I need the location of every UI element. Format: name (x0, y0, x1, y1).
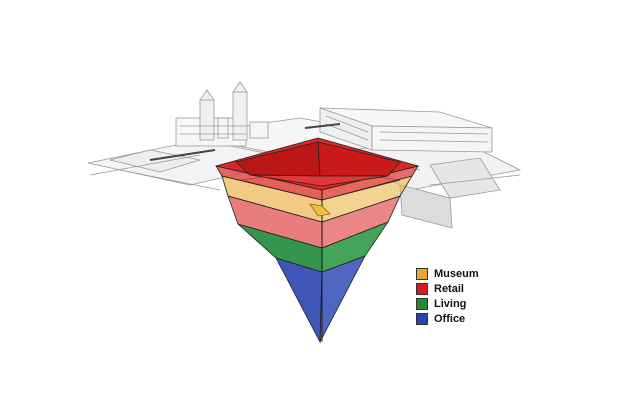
church-drawing (175, 81, 269, 147)
block-right-side (399, 184, 453, 229)
legend-item-living: Living (416, 296, 479, 311)
office-layer-left-face (275, 257, 323, 344)
legend-item-retail: Retail (416, 281, 479, 296)
palace-drawing (319, 107, 493, 153)
retail-inner-floor (249, 174, 389, 187)
legend-label-museum: Museum (434, 267, 479, 280)
legend: Museum Retail Living Office (416, 266, 479, 326)
legend-swatch-living (416, 297, 428, 310)
legend-label-office: Office (434, 312, 466, 325)
legend-label-living: Living (434, 297, 467, 310)
block-right (429, 157, 501, 199)
city-context (87, 81, 522, 229)
legend-item-office: Office (416, 311, 479, 326)
legend-item-museum: Museum (416, 266, 479, 281)
museum-core-highlight (309, 203, 331, 217)
legend-swatch-office (416, 312, 428, 325)
legend-label-retail: Retail (434, 282, 464, 295)
legend-swatch-retail (416, 282, 428, 295)
legend-swatch-museum (416, 267, 428, 280)
inverted-pyramid (215, 137, 420, 344)
